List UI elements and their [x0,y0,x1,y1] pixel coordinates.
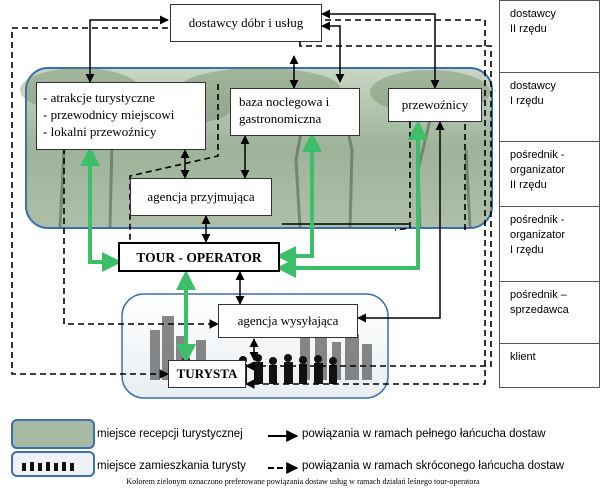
suppliers-box: dostawcy dóbr i usług [170,4,322,42]
receiving-agency-label: agencja przyjmująca [147,189,255,204]
carriers-box: przewoźnicy [388,88,482,122]
tier-client: klient [499,343,600,388]
suppliers-label: dostawcy dóbr i usług [188,15,304,30]
accommodation-line: gastronomiczna [239,111,322,126]
preferred-links [80,120,428,364]
tier-suppliers-2: dostawcy II rzędu [499,0,600,73]
tier-line: klient [510,351,536,363]
receiving-agency-box: agencja przyjmująca [130,178,272,216]
tier-line: I rzędu [510,95,544,107]
tier-suppliers-1: dostawcy I rzędu [499,72,600,142]
carriers-label: przewoźnicy [401,97,469,112]
sending-agency-box: agencja wysyłająca [218,304,358,338]
legend-full-chain: powiązania w ramach pełnego łańcucha dos… [302,428,546,440]
sending-agency-label: agencja wysyłająca [237,313,339,328]
tier-line: dostawcy [510,80,556,92]
accommodation-line: baza noclegowa i [239,94,330,109]
legend-reception-place: miejsce recepcji turystycznej [97,428,243,440]
tier-line: sprzedawca [510,304,569,316]
tier-line: pośrednik - [510,149,565,161]
tourist-box: TURYSTA [168,360,246,388]
tier-line: II rzędu [510,179,547,191]
tier-line: dostawcy [510,8,556,20]
tour-operator-label: TOUR - OPERATOR [136,250,262,265]
attractions-item: - atrakcje turystyczne [43,90,155,105]
tier-line: pośrednik – [510,289,567,301]
legend-caption: Kolorem zielonym oznaczono preferowane p… [126,477,480,486]
tourist-label: TURYSTA [176,366,238,381]
attractions-item: - przewodnicy miejscowi [43,107,175,122]
legend-graphics [11,419,299,477]
tier-line: I rzędu [510,244,544,256]
tier-intermediary-organizer-1: pośrednik - organizator I rzędu [499,206,600,282]
attractions-box: - atrakcje turystyczne - przewodnicy mie… [36,82,206,150]
tier-line: II rzędu [510,23,547,35]
tier-line: organizator [510,164,566,176]
legend-residence-place: miejsce zamieszkania turysty [97,460,246,472]
attractions-item: - lokalni przewoźnicy [43,124,157,139]
tier-intermediary-seller: pośrednik – sprzedawca [499,281,600,344]
tier-line: organizator [510,229,566,241]
accommodation-box: baza noclegowa i gastronomiczna [230,88,360,136]
tier-line: pośrednik - [510,214,565,226]
legend-short-chain: powiązania w ramach skróconego łańcucha … [302,460,565,472]
tier-intermediary-organizer-2: pośrednik - organizator II rzędu [499,141,600,207]
tour-operator-box: TOUR - OPERATOR [118,242,280,272]
